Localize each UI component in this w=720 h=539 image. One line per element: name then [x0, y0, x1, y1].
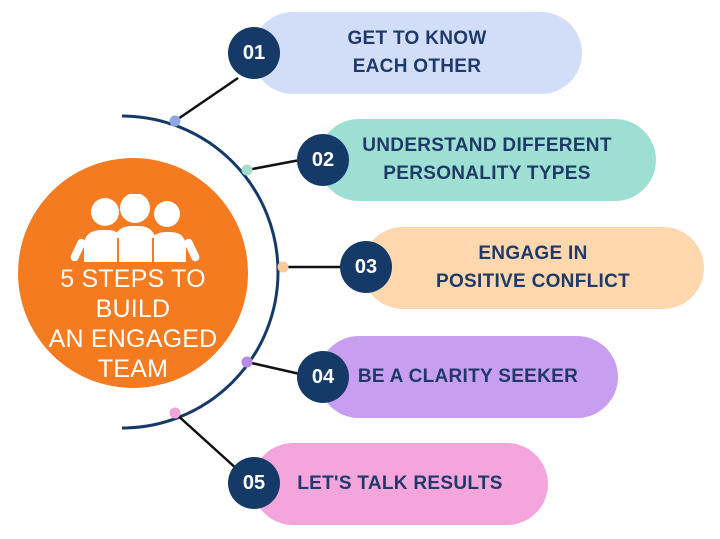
step-pill-04: BE A CLARITY SEEKER	[318, 336, 618, 418]
step-number-badge: 01	[228, 27, 280, 79]
step-label-line: ENGAGE IN	[478, 243, 588, 264]
step-pill-02: UNDERSTAND DIFFERENT PERSONALITY TYPES	[318, 119, 656, 201]
arc-dot	[277, 261, 289, 273]
step-number-badge: 04	[297, 351, 349, 403]
connector-line	[246, 158, 301, 172]
step-label: UNDERSTAND DIFFERENT PERSONALITY TYPES	[362, 132, 611, 188]
step-label-line: EACH OTHER	[352, 56, 482, 77]
step-pill-05: LET'S TALK RESULTS	[252, 443, 548, 525]
step-label: BE A CLARITY SEEKER	[358, 363, 578, 391]
connector-line	[246, 360, 301, 376]
team-people-icon	[70, 194, 200, 262]
step-number-badge: 05	[228, 457, 280, 509]
arc-dot	[169, 407, 181, 419]
step-label: GET TO KNOW EACH OTHER	[347, 25, 486, 81]
timeline-arc	[121, 114, 280, 430]
step-number-badge: 02	[297, 134, 349, 186]
step-label-line: POSITIVE CONFLICT	[435, 271, 631, 292]
hub-title-line: AN ENGAGED	[48, 325, 218, 353]
connector-line	[174, 76, 239, 123]
hub-circle: 5 STEPS TO BUILD AN ENGAGED TEAM	[18, 158, 248, 388]
hub-title: 5 STEPS TO BUILD AN ENGAGED TEAM	[26, 264, 240, 384]
step-label-line: PERSONALITY TYPES	[383, 163, 591, 184]
arc-dot	[169, 115, 181, 127]
step-number-badge: 03	[340, 241, 392, 293]
hub-title-line: TEAM	[97, 355, 169, 383]
step-pill-01: GET TO KNOW EACH OTHER	[252, 12, 582, 94]
step-label-line: BE A CLARITY SEEKER	[357, 366, 579, 387]
step-label: ENGAGE IN POSITIVE CONFLICT	[436, 240, 630, 296]
step-pill-03: ENGAGE IN POSITIVE CONFLICT	[362, 227, 704, 309]
step-label-line: UNDERSTAND DIFFERENT	[362, 135, 612, 156]
connector-line	[174, 412, 239, 471]
step-label: LET'S TALK RESULTS	[297, 470, 503, 498]
hub-title-line: 5 STEPS TO BUILD	[60, 265, 206, 323]
step-label-line: LET'S TALK RESULTS	[297, 473, 503, 494]
arc-dot	[241, 164, 253, 176]
step-label-line: GET TO KNOW	[347, 28, 487, 49]
arc-dot	[241, 356, 253, 368]
